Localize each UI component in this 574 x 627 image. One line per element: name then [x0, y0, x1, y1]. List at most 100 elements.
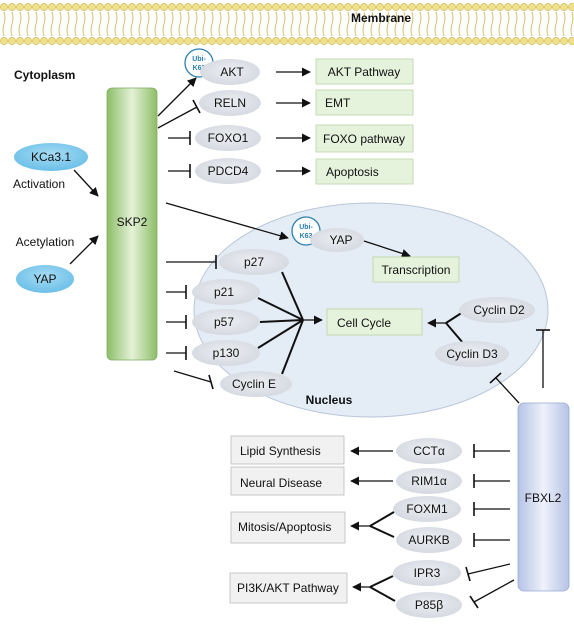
membrane-lipid-head: [520, 3, 528, 11]
membrane-lipid-tail: [234, 11, 238, 37]
membrane-lipid-head: [120, 3, 128, 11]
membrane-lipid-head: [256, 3, 264, 11]
membrane-lipid-head: [72, 3, 80, 11]
membrane-lipid-tail: [26, 11, 30, 37]
yap-regulator-label: YAP: [33, 272, 56, 286]
membrane-lipid-tail: [346, 11, 350, 37]
membrane-lipid-head: [552, 37, 560, 45]
membrane-lipid-head: [488, 3, 496, 11]
membrane-lipid-head: [8, 37, 16, 45]
membrane-lipid-tail: [82, 11, 86, 37]
membrane-lipid-head: [128, 37, 136, 45]
membrane-lipid-head: [152, 3, 160, 11]
p21-label: p21: [214, 285, 234, 299]
emt-box: [315, 89, 414, 116]
foxo1-label: FOXO1: [208, 131, 249, 145]
membrane-lipid-tail: [194, 11, 198, 37]
fbxl2-target-inhibits: [465, 444, 515, 609]
membrane-lipid-tail: [2, 11, 6, 37]
membrane-lipid-head: [528, 37, 536, 45]
membrane-lipid-tail: [530, 11, 534, 37]
apoptosis-box: [315, 158, 414, 185]
membrane-lipid-head: [56, 37, 64, 45]
ccta-node: [396, 438, 462, 464]
membrane-lipid-tail: [90, 11, 94, 37]
membrane-lipid-head: [384, 37, 392, 45]
p85b-branch: [369, 586, 396, 602]
membrane-lipid-tail: [226, 11, 230, 37]
membrane-lipid-head: [288, 3, 296, 11]
reln-label: RELN: [214, 96, 246, 110]
membrane-lipid-tail: [458, 11, 462, 37]
membrane-lipid-head: [488, 37, 496, 45]
membrane-lipid-head: [344, 37, 352, 45]
membrane-lipid-tail: [562, 11, 566, 37]
foxm1-node: [393, 496, 461, 522]
membrane-lipid-head: [216, 3, 224, 11]
membrane-lipid-head: [400, 3, 408, 11]
membrane-lipid-tail: [322, 11, 326, 37]
cell-cycle-box: [326, 308, 423, 336]
aurkb-node: [396, 527, 462, 553]
membrane-lipid-head: [224, 37, 232, 45]
ccta-label: CCTα: [413, 444, 445, 458]
mitosis-apoptosis-box: [230, 511, 346, 544]
membrane-lipid-head: [128, 3, 136, 11]
membrane-lipid-head: [520, 37, 528, 45]
membrane-lipid-tail: [58, 11, 62, 37]
membrane-lipid-tail: [138, 11, 142, 37]
cyclin-e-node: [220, 371, 292, 397]
membrane-lipid-head: [296, 3, 304, 11]
fbxl2-label: FBXL2: [525, 491, 562, 505]
membrane-lipid-head: [512, 3, 520, 11]
membrane-lipid-tail: [146, 11, 150, 37]
membrane-lipid-head: [32, 37, 40, 45]
cell-cycle-label: Cell Cycle: [337, 316, 391, 330]
membrane-lipid-head: [408, 37, 416, 45]
membrane-lipid-head: [528, 3, 536, 11]
membrane-lipid-head: [424, 3, 432, 11]
membrane-lipid-head: [88, 3, 96, 11]
fbxl2-cyclin-d3-inhibit-bar: [489, 372, 502, 384]
foxm1-branch: [369, 511, 395, 527]
membrane-lipid-head: [496, 3, 504, 11]
membrane-lipid-tail: [258, 11, 262, 37]
membrane-lipid-tail: [114, 11, 118, 37]
membrane-lipid-head: [208, 3, 216, 11]
membrane-lipid-tail: [434, 11, 438, 37]
skp2-label: SKP2: [117, 215, 148, 229]
membrane-lipid-head: [384, 3, 392, 11]
membrane-lipid-head: [352, 37, 360, 45]
yap-ubi-line1: Ubi-: [299, 224, 313, 231]
membrane-lipid-head: [280, 3, 288, 11]
membrane-lipid-head: [456, 37, 464, 45]
skp2-to-yap-arrow: [165, 202, 289, 241]
membrane-lipid-head: [424, 37, 432, 45]
membrane-lipid-head: [504, 37, 512, 45]
membrane-lipid-head: [80, 3, 88, 11]
membrane-lipid-head: [160, 37, 168, 45]
membrane-lipid-head: [432, 3, 440, 11]
membrane-lipid-tail: [106, 11, 110, 37]
membrane-lipid-tail: [514, 11, 518, 37]
emt-label: EMT: [325, 96, 351, 110]
membrane-lipid-head: [360, 37, 368, 45]
membrane-lipid-head: [512, 37, 520, 45]
cyclin-d3-node: [435, 341, 509, 367]
membrane-lipid-head: [552, 3, 560, 11]
p85b-node: [396, 592, 462, 618]
membrane-lipid-head: [440, 3, 448, 11]
membrane-lipid-head: [192, 3, 200, 11]
pi3k-akt-label: PI3K/AKT Pathway: [237, 581, 339, 595]
membrane-lipid-head: [472, 3, 480, 11]
membrane-lipid-tail: [378, 11, 382, 37]
yap-nuclear-label: YAP: [329, 233, 352, 247]
membrane-lipid-head: [56, 3, 64, 11]
membrane-lipid-tail: [10, 11, 14, 37]
membrane-lipid-head: [400, 37, 408, 45]
membrane-lipid-head: [0, 3, 8, 11]
skp2-cyclin-e-inhibit-bar: [208, 374, 214, 390]
membrane-lipid-head: [368, 37, 376, 45]
membrane-lipid-head: [200, 37, 208, 45]
foxo-pathway-box: [315, 124, 414, 153]
